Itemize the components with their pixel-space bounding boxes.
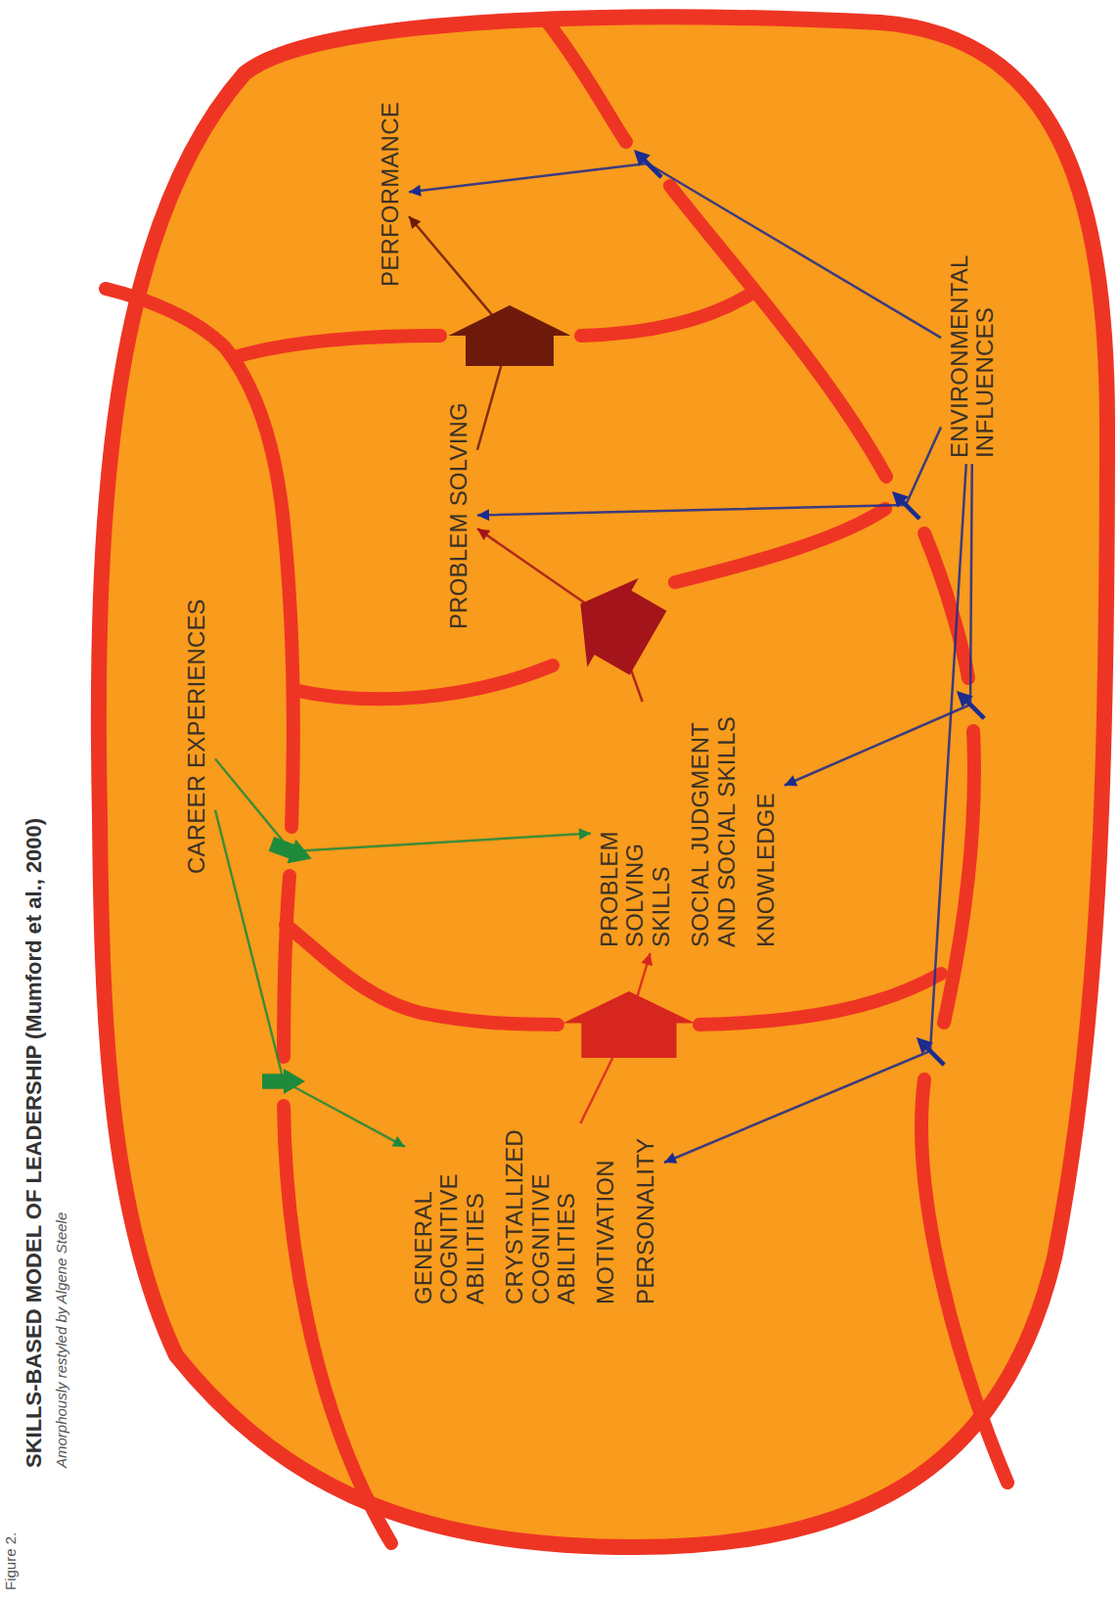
region-text: CRYSTALLIZED COGNITIVE ABILITIES	[501, 1128, 580, 1304]
block-arrow	[916, 1036, 946, 1067]
arrow-head	[408, 184, 422, 197]
ribbon	[670, 185, 887, 477]
region-text: CAREER EXPERIENCES	[183, 598, 210, 874]
block-arrow	[633, 149, 664, 180]
outer-blob	[98, 17, 1108, 1547]
problem-solving-region: PROBLEM SOLVING	[440, 396, 478, 635]
block-arrow	[956, 690, 986, 720]
attributes-region: GENERAL COGNITIVE ABILITIESCRYSTALLIZED …	[404, 1122, 665, 1310]
region-text: MOTIVATION	[592, 1159, 619, 1304]
ribbon	[293, 665, 553, 699]
figure-number: Figure 2.	[1, 1531, 19, 1590]
ribbon	[283, 1105, 392, 1543]
ribbon	[943, 730, 975, 1023]
region-text: PROBLEM SOLVING SKILLS	[596, 830, 674, 947]
block-arrow	[268, 836, 313, 863]
connector-line	[215, 759, 591, 852]
arrow-head	[477, 528, 491, 540]
flow-connector	[215, 759, 591, 864]
ribbon	[234, 335, 441, 358]
region-text: KNOWLEDGE	[753, 792, 779, 947]
ribbon	[285, 924, 558, 1025]
region-text: ENVIRONMENTAL INFLUENCES	[946, 255, 999, 458]
figure-title: SKILLS-BASED MODEL OF LEADERSHIP (Mumfor…	[21, 817, 47, 1468]
ribbon	[283, 875, 290, 1057]
arrow-head	[579, 827, 591, 840]
flow-connector	[664, 463, 967, 1164]
block-arrow	[563, 990, 696, 1058]
arrow-head	[664, 1152, 677, 1164]
block-arrow	[262, 1068, 306, 1094]
block-arrow	[892, 491, 922, 521]
flow-connector	[408, 149, 941, 338]
connector-line	[215, 809, 405, 1147]
flow-connector	[408, 216, 572, 450]
region-text: PROBLEM SOLVING	[446, 402, 472, 629]
arrow-head	[477, 508, 490, 521]
arrow-head	[784, 774, 798, 786]
career-region: CAREER EXPERIENCES	[178, 592, 216, 880]
flow-connector	[215, 809, 405, 1147]
region-text: PERFORMANCE	[377, 101, 404, 287]
connector-line	[408, 163, 941, 338]
ribbons	[105, 22, 1008, 1543]
arrow-head	[641, 952, 654, 966]
block-arrow	[448, 305, 572, 366]
flow-connector	[477, 426, 941, 521]
ribbon	[674, 508, 886, 583]
ribbon	[581, 293, 752, 336]
ribbon	[547, 22, 627, 142]
ribbon	[921, 1078, 1008, 1482]
flow-connector	[477, 528, 668, 702]
flow-connector	[563, 952, 696, 1123]
competencies-region: PROBLEM SOLVING SKILLSSOCIAL JUDGMENT AN…	[590, 701, 785, 953]
credit-note: Amorphously restyled by Algene Steele	[52, 1211, 70, 1468]
region-text: GENERAL COGNITIVE ABILITIES	[410, 1172, 489, 1304]
block-arrow	[580, 578, 667, 675]
connector-line	[477, 426, 941, 515]
ribbon	[699, 973, 941, 1025]
performance-region: PERFORMANCE	[371, 95, 409, 293]
arrow-head	[392, 1135, 405, 1147]
connector-line	[784, 463, 973, 786]
arrow-head	[408, 216, 421, 229]
region-text: SOCIAL JUDGMENT AND SOCIAL SKILLS	[687, 707, 740, 947]
connector-line	[664, 463, 967, 1163]
region-text: PERSONALITY	[632, 1137, 659, 1304]
environment-region: ENVIRONMENTAL INFLUENCES	[940, 249, 1005, 464]
